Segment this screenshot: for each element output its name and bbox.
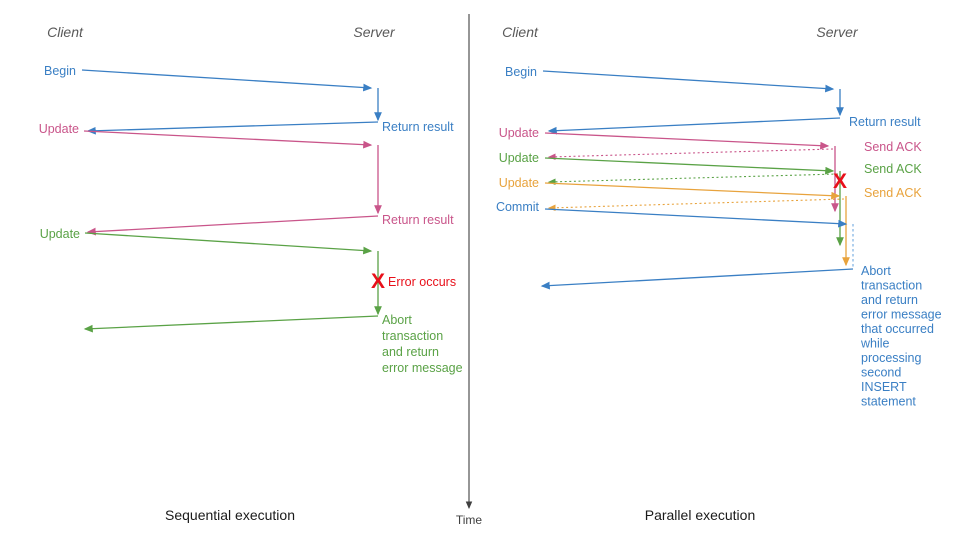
message-label-abort-left: Abort transaction and return error messa… (382, 313, 487, 375)
server-header-right: Server (816, 24, 859, 40)
abort-line-2-right: and return (861, 293, 918, 307)
message-label-send-ack-3-right: Send ACK (864, 186, 922, 200)
message-return-result-1-left: Return result (86, 120, 454, 135)
message-label-update-1-left: Update (39, 122, 79, 136)
message-label-begin-left: Begin (44, 64, 76, 78)
error-x-icon: X (371, 270, 385, 293)
message-label-return-result-2-left: Return result (382, 213, 454, 227)
caption-parallel: Parallel execution (645, 507, 756, 523)
message-label-update-1-right: Update (499, 126, 539, 140)
abort-line-9-right: statement (861, 395, 916, 409)
message-return-result-2-left: Return result (86, 213, 454, 236)
message-label-update-3-right: Update (499, 176, 539, 190)
abort-line-5-right: while (860, 337, 890, 351)
message-label-return-result-right: Return result (849, 115, 921, 129)
message-update-1-right: Update Send ACK (499, 126, 922, 213)
message-label-return-result-1-left: Return result (382, 120, 454, 134)
message-update-2-left: Update (40, 227, 382, 316)
message-return-result-right: Return result (547, 115, 921, 135)
error-x-icon-right: X (833, 170, 847, 193)
message-label-error-occurs-left: Error occurs (388, 275, 456, 289)
message-label-update-2-left: Update (40, 227, 80, 241)
abort-line-3-right: error message (861, 308, 942, 322)
panel-sequential: Client Server Begin Return result Update… (39, 24, 487, 523)
abort-line-0: Abort (382, 313, 412, 327)
message-label-send-ack-1-right: Send ACK (864, 140, 922, 154)
abort-line-4-right: that occurred (861, 322, 934, 336)
time-axis: Time (456, 14, 483, 527)
message-update-1-left: Update (39, 122, 382, 215)
caption-sequential: Sequential execution (165, 507, 295, 523)
message-label-commit-right: Commit (496, 200, 540, 214)
abort-line-3: error message (382, 361, 463, 375)
abort-line-7-right: second (861, 366, 901, 380)
abort-line-8-right: INSERT (861, 380, 907, 394)
error-marker-left: X Error occurs (371, 270, 456, 293)
message-abort-right: Abort transaction and return error messa… (540, 264, 960, 409)
message-label-abort-right: Abort transaction and return error messa… (860, 264, 960, 409)
message-label-begin-right: Begin (505, 65, 537, 79)
abort-line-1: transaction (382, 329, 443, 343)
panel-parallel: Client Server Begin Return result Update… (496, 24, 960, 523)
message-begin-left: Begin (44, 64, 382, 122)
message-abort-left: Abort transaction and return error messa… (83, 313, 487, 375)
message-commit-right: Commit (496, 200, 854, 267)
time-axis-label: Time (456, 513, 483, 527)
message-update-3-right: Update Send ACK (499, 176, 922, 267)
client-header-right: Client (502, 24, 539, 40)
abort-line-6-right: processing (861, 351, 921, 365)
message-begin-right: Begin (505, 65, 844, 117)
message-label-send-ack-2-right: Send ACK (864, 162, 922, 176)
message-label-update-2-right: Update (499, 151, 539, 165)
abort-line-2: and return (382, 345, 439, 359)
client-header-left: Client (47, 24, 84, 40)
error-marker-right: X (833, 170, 847, 193)
abort-line-0-right: Abort (861, 264, 891, 278)
abort-line-1-right: transaction (861, 279, 922, 293)
server-header-left: Server (353, 24, 396, 40)
message-update-2-right: Update Send ACK (499, 151, 922, 247)
